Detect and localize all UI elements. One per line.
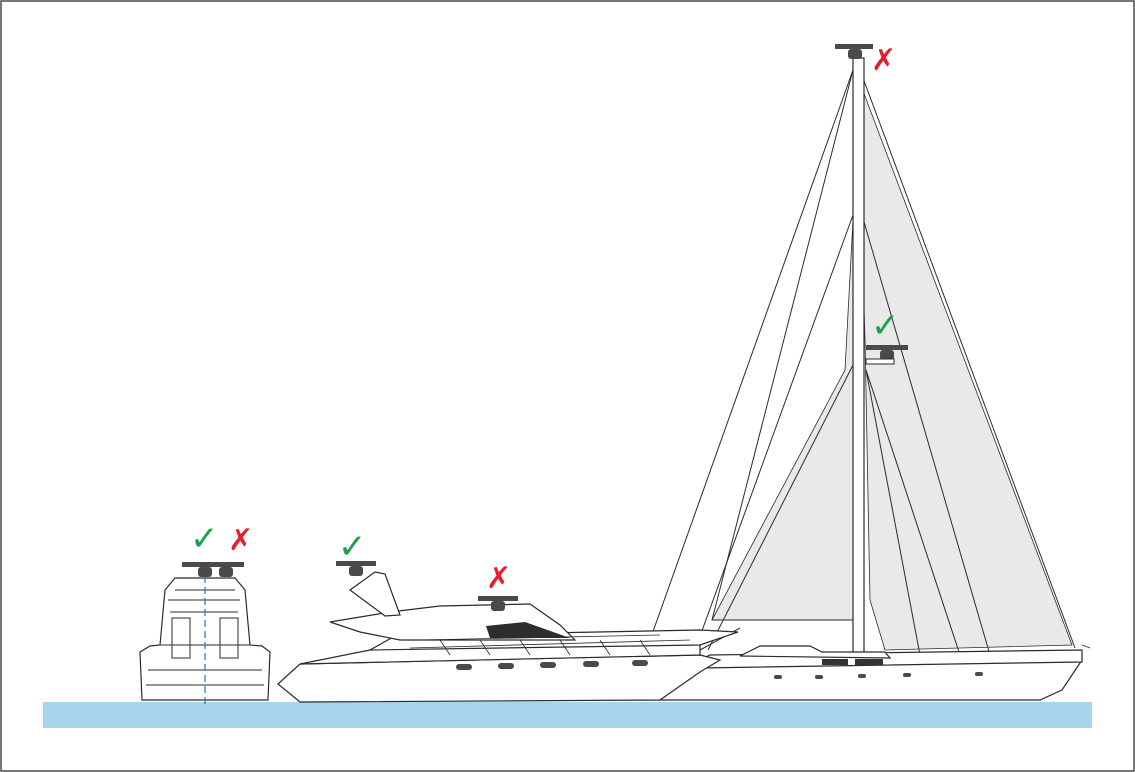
check-mark-icon: ✓ <box>338 527 367 567</box>
cross-mark-icon: ✗ <box>871 43 896 78</box>
sailboat-railing <box>1081 644 1091 649</box>
sailboat-portholes <box>774 672 983 679</box>
rigging <box>649 69 1076 656</box>
sailboat-hatch-1 <box>822 659 848 665</box>
yacht-windscreen <box>486 622 570 638</box>
mast <box>852 57 865 659</box>
cross-mark-icon: ✗ <box>486 561 511 596</box>
rear-ladder-right <box>219 617 239 659</box>
motor-yacht <box>277 561 739 703</box>
arch-scanner <box>336 561 376 576</box>
water-surface <box>43 702 1092 728</box>
motorboat-rear-view <box>139 562 271 705</box>
check-mark-icon: ✓ <box>871 306 900 346</box>
sailboat-cabin <box>739 645 892 659</box>
flybridge-scanner <box>478 596 518 611</box>
rear-ladder-left <box>171 617 191 659</box>
yacht-portholes <box>456 660 648 670</box>
placement-marks: ✓ ✗ ✓ ✗ ✗ ✓ <box>190 43 900 596</box>
sailing-yacht <box>637 44 1091 701</box>
mast-top-scanner <box>835 44 873 59</box>
yacht-window-lines <box>409 634 691 656</box>
yacht-radar-arch <box>348 571 401 617</box>
check-mark-icon: ✓ <box>190 519 219 559</box>
sailboat-hatch-2 <box>855 659 883 665</box>
rear-scanners <box>182 562 244 577</box>
mid-mast-scanner <box>865 345 908 365</box>
cross-mark-icon: ✗ <box>228 523 253 558</box>
